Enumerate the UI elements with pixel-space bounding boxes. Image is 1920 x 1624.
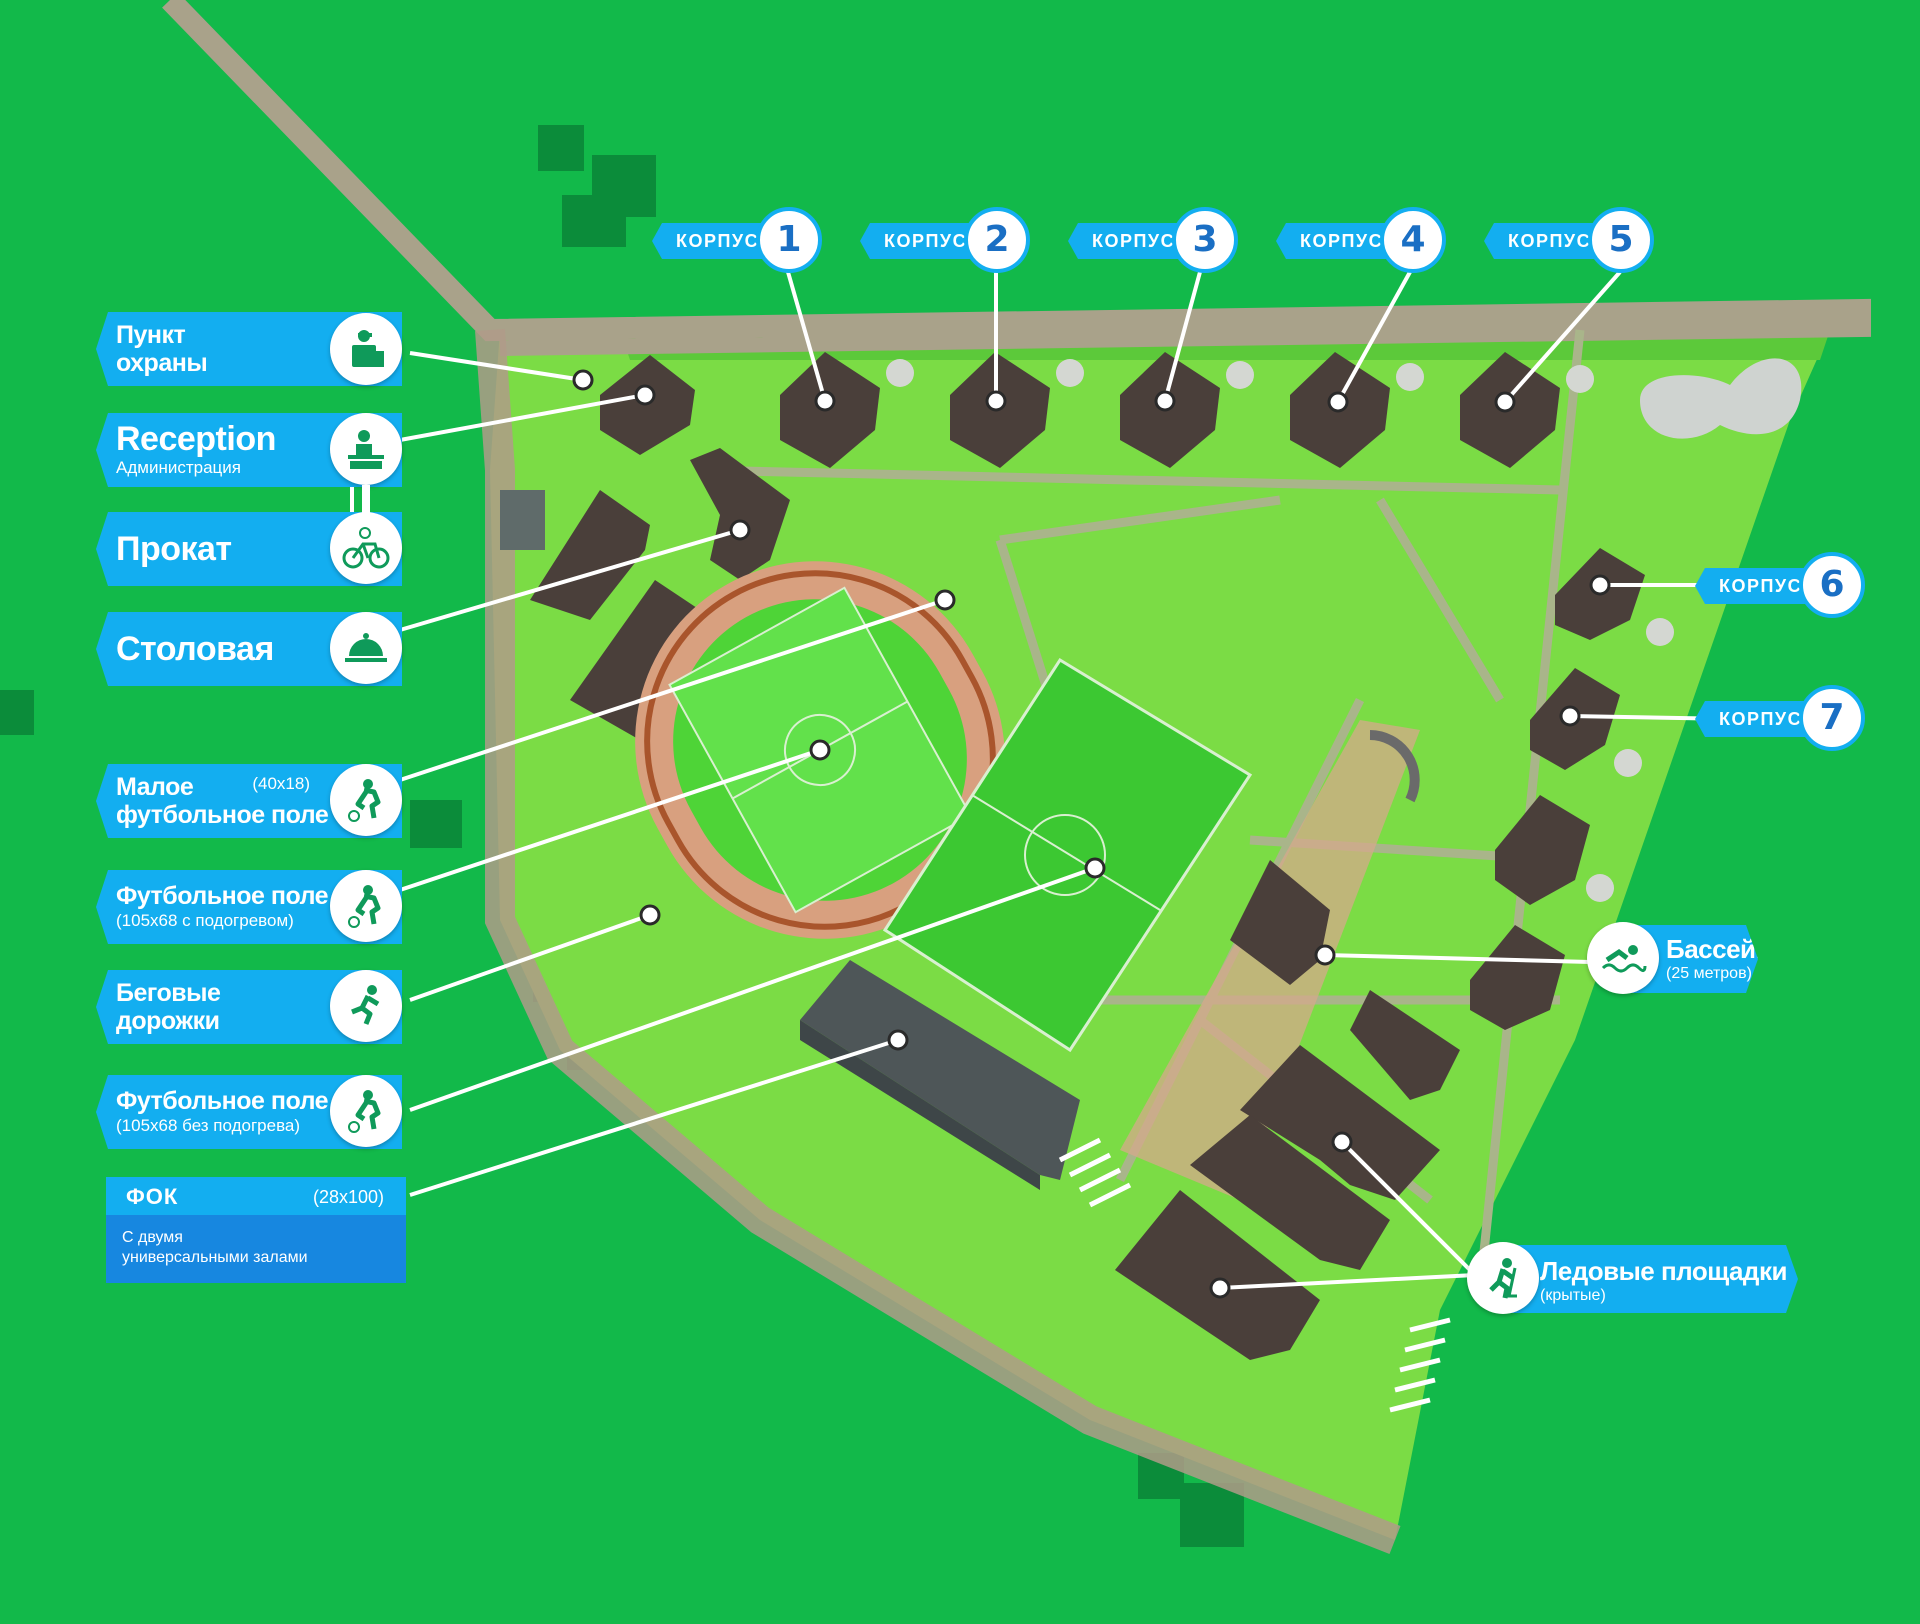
label-field-unheated-title: Футбольное поле xyxy=(116,1087,329,1115)
label-security-title: Пункт охраны xyxy=(116,321,208,377)
fok-title: ФОК xyxy=(126,1184,179,1209)
label-tracks-title: Беговые дорожки xyxy=(116,979,221,1035)
label-ice-subtitle: (крытые) xyxy=(1540,1287,1606,1304)
football-player-icon xyxy=(330,1075,402,1147)
fok-description-box: С двумя универсальными залами xyxy=(106,1215,406,1283)
label-small-field-dimension: (40х18) xyxy=(252,774,310,793)
trees-round xyxy=(886,359,1674,902)
label-fok[interactable]: ФОК (28х100) С двумя универсальными зала… xyxy=(106,1177,406,1283)
korpus-2-number: 2 xyxy=(964,207,1030,273)
cloche-icon xyxy=(330,612,402,684)
korpus-1-number: 1 xyxy=(756,207,822,273)
korpus-6-number: 6 xyxy=(1799,552,1865,618)
label-reception-title: Reception xyxy=(116,420,276,458)
label-canteen-title: Столовая xyxy=(116,630,274,668)
korpus-5-number: 5 xyxy=(1588,207,1654,273)
label-reception-subtitle: Администрация xyxy=(116,458,241,477)
leader-dots xyxy=(572,369,1611,1299)
label-ice[interactable]: Ледовые площадки (крытые) xyxy=(1500,1245,1798,1313)
ice-rinks xyxy=(1115,860,1460,1360)
fok-header: ФОК (28х100) xyxy=(106,1177,406,1215)
reception-desk-icon xyxy=(330,413,402,485)
pool-outdoor xyxy=(1640,358,1802,439)
label-ice-title: Ледовые площадки xyxy=(1540,1256,1787,1286)
football-player-icon xyxy=(330,764,402,836)
fok-building xyxy=(800,960,1080,1190)
korpus-7-number: 7 xyxy=(1799,685,1865,751)
bicycle-rental-icon xyxy=(330,512,402,584)
reception-rental-connector xyxy=(362,485,370,515)
label-field-heated-subtitle: (105х68 с подогревом) xyxy=(116,911,294,930)
football-player-icon xyxy=(330,870,402,942)
swimmer-icon xyxy=(1587,922,1659,994)
korpus-buildings xyxy=(780,352,1645,1030)
football-field-unheated xyxy=(882,657,1253,1053)
label-field-heated-title: Футбольное поле xyxy=(116,882,329,910)
main-road xyxy=(162,0,1871,356)
fok-description: С двумя универсальными залами xyxy=(122,1229,308,1266)
hockey-player-icon xyxy=(1467,1242,1539,1314)
label-small-field-title: Малое футбольное поле xyxy=(116,773,329,829)
fok-dimension: (28х100) xyxy=(312,1187,384,1207)
korpus-3-number: 3 xyxy=(1172,207,1238,273)
crosswalks xyxy=(1058,1137,1451,1413)
security-guard-icon xyxy=(330,313,402,385)
label-field-unheated-subtitle: (105х68 без подогрева) xyxy=(116,1116,301,1135)
korpus-4-number: 4 xyxy=(1380,207,1446,273)
runner-icon xyxy=(330,970,402,1042)
label-pool-subtitle: (25 метров) xyxy=(1666,965,1752,982)
label-rental-title: Прокат xyxy=(116,530,232,568)
stadium-track xyxy=(635,561,1005,939)
